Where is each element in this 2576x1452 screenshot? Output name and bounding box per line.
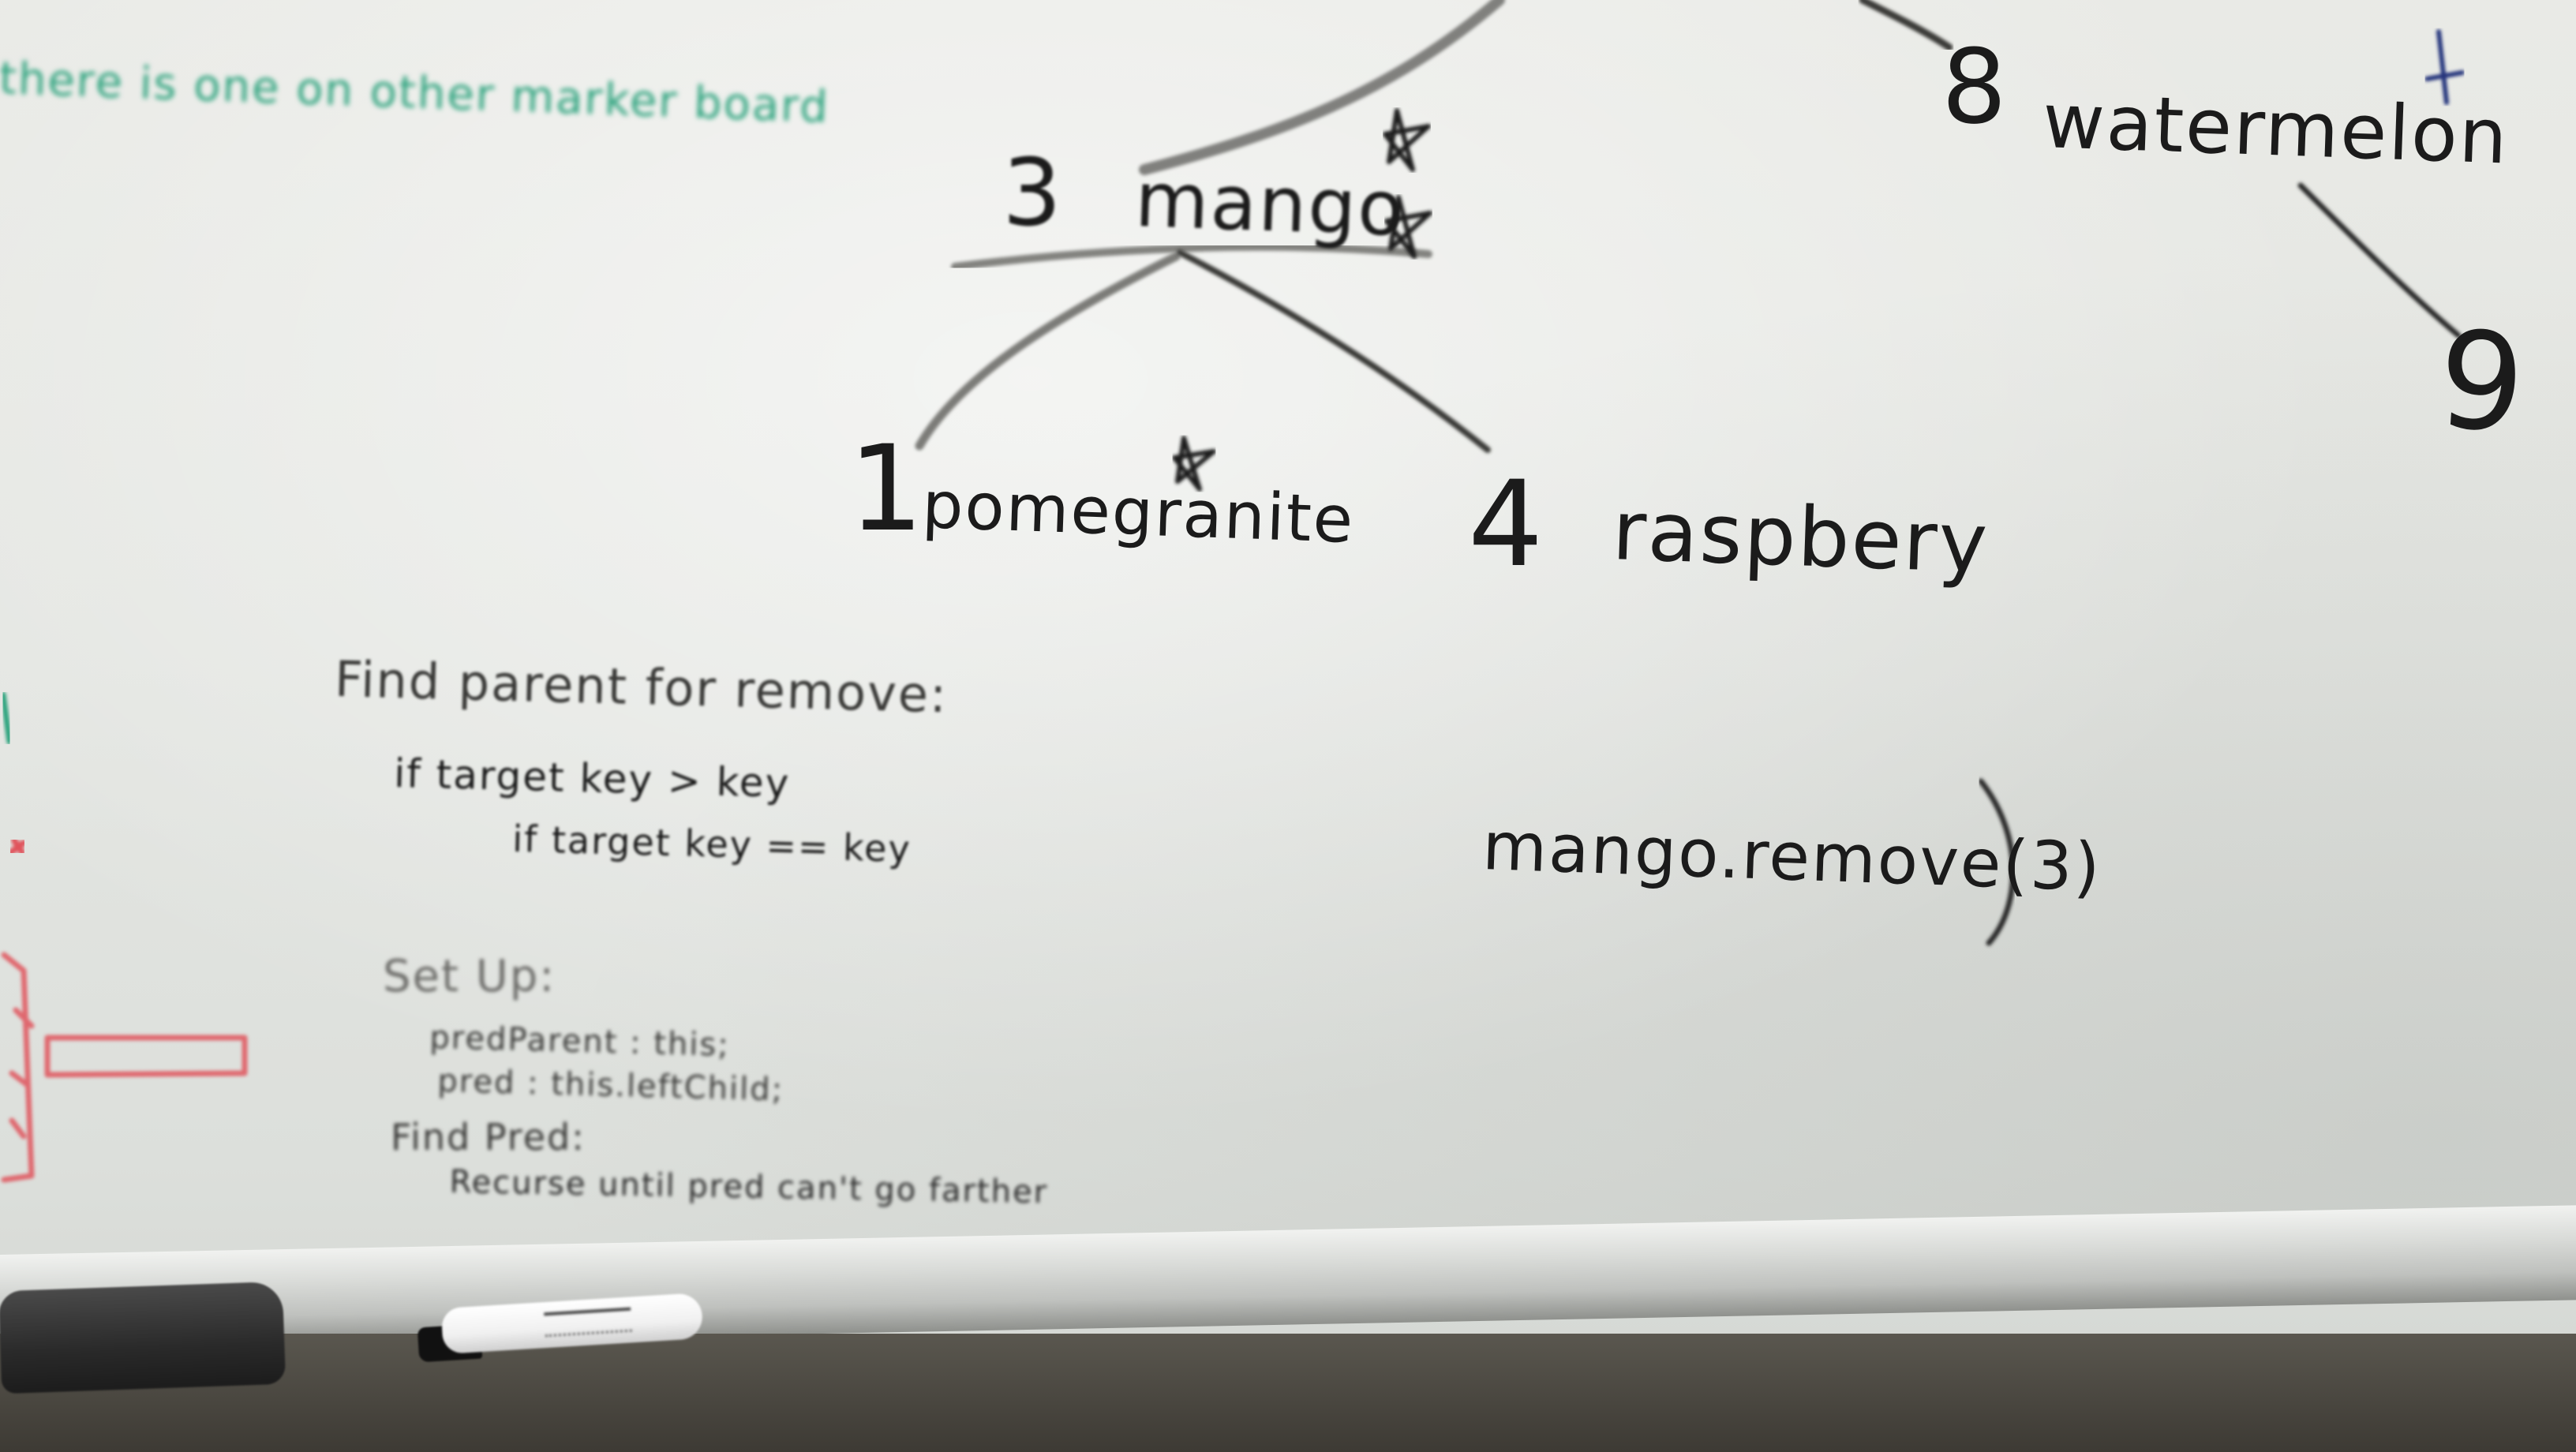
- setup-line-1: predParent : this;: [429, 1020, 731, 1064]
- node-value-raspbery: raspbery: [1611, 482, 1991, 592]
- remove-call-paren: [1978, 778, 2016, 946]
- tree-edge-top-to-mango: [1139, 0, 1505, 175]
- node-value-watermelon: watermelon: [2041, 77, 2510, 182]
- red-dot: [8, 837, 27, 855]
- node-key-8: 8: [1941, 27, 2009, 147]
- node-key-3: 3: [1002, 138, 1064, 247]
- setup-heading: Set Up:: [383, 951, 556, 1002]
- tree-edge-top-to-watermelon: [1859, 0, 1953, 51]
- wall-below-board: [0, 1334, 2576, 1452]
- star-mark-1: [1383, 108, 1431, 172]
- tree-edge-mango-to-raspbery: [1177, 249, 1491, 453]
- node-value-mango: mango: [1133, 155, 1407, 253]
- board-surface: [0, 0, 2576, 1263]
- find-parent-line-1: if target key > key: [393, 750, 791, 807]
- setup-line-2: pred : this.leftChild;: [436, 1063, 784, 1109]
- remove-call: mango.remove(3): [1481, 807, 2103, 907]
- find-pred-heading: Find Pred:: [391, 1116, 586, 1158]
- node-value-pomegranite: pomegranite: [920, 468, 1356, 559]
- node-key-9: 9: [2433, 301, 2531, 464]
- green-tick: [0, 691, 13, 745]
- star-mark-2: [1384, 195, 1432, 259]
- board-eraser: [0, 1281, 286, 1394]
- node-key-1: 1: [848, 421, 926, 558]
- red-doodle: [1, 952, 248, 1183]
- node-key-4: 4: [1468, 456, 1545, 593]
- star-mark-3: [1172, 436, 1216, 492]
- find-parent-line-2: if target key == key: [511, 818, 912, 871]
- mango-underline: [951, 242, 1432, 271]
- find-parent-heading: Find parent for remove:: [334, 650, 949, 724]
- blue-mark: [2424, 29, 2465, 105]
- tree-edge-watermelon-to-9: [2297, 182, 2462, 339]
- tree-edge-mango-to-pomegranite: [915, 252, 1181, 451]
